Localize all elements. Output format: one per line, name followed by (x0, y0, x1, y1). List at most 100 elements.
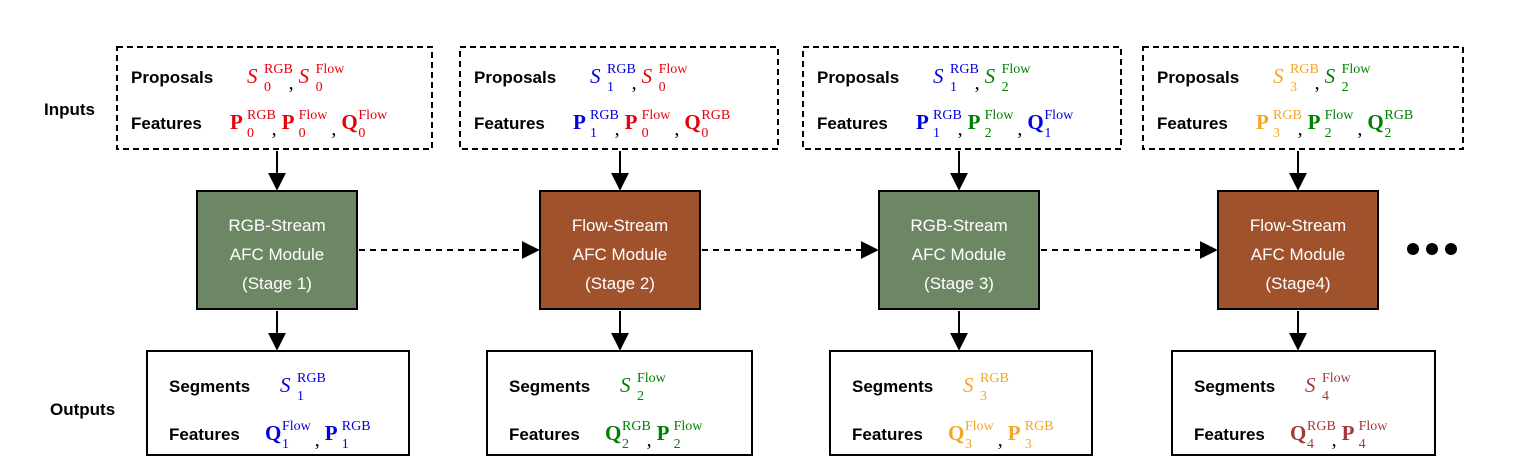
comma-separator: , (632, 72, 637, 94)
math-superscript: RGB (342, 419, 371, 434)
inputs-box-border (1142, 46, 1464, 150)
module-label-2: AFC Module (573, 245, 667, 264)
math-symbol: S (590, 64, 601, 88)
math-subscript: 0 (264, 80, 271, 95)
features-label: Features (509, 425, 580, 444)
proposals-label: Proposals (817, 68, 899, 87)
math-symbol: Q (1290, 421, 1306, 445)
math-superscript: Flow (674, 419, 704, 434)
math-symbol: Q (1367, 110, 1383, 134)
afc-module-box (1217, 190, 1379, 310)
comma-separator: , (1332, 429, 1337, 451)
math-superscript: RGB (1290, 62, 1319, 77)
afc-module-box (196, 190, 358, 310)
math-symbol: S (247, 64, 258, 88)
math-symbol: Q (605, 421, 621, 445)
math-superscript: RGB (607, 62, 636, 77)
comma-separator: , (315, 429, 320, 451)
comma-separator: , (289, 72, 294, 94)
math-subscript: 2 (1325, 126, 1332, 141)
math-superscript: RGB (950, 62, 979, 77)
math-term: S RGB 0 (247, 62, 293, 95)
inputs-box-border (116, 46, 433, 150)
math-symbol: P (1308, 110, 1321, 134)
features-label: Features (169, 425, 240, 444)
math-superscript: RGB (1384, 108, 1413, 123)
afc-module-box (878, 190, 1040, 310)
proposals-label: Proposals (1157, 68, 1239, 87)
math-superscript: Flow (282, 419, 312, 434)
math-subscript: 0 (299, 126, 306, 141)
outputs-box-border (1171, 350, 1436, 456)
math-subscript: 1 (342, 437, 349, 452)
module-label-1: Flow-Stream (572, 216, 668, 235)
features-label: Features (817, 114, 888, 133)
comma-separator: , (674, 118, 679, 140)
math-subscript: 0 (701, 126, 708, 141)
math-subscript: 2 (1384, 126, 1391, 141)
features-label: Features (131, 114, 202, 133)
math-subscript: 2 (622, 437, 629, 452)
module-label-3: (Stage 3) (924, 274, 994, 293)
math-subscript: 2 (985, 126, 992, 141)
features-label: Features (474, 114, 545, 133)
outputs-box-border (829, 350, 1093, 456)
math-term: QRGB 2 (1367, 108, 1413, 141)
math-subscript: 4 (1307, 437, 1314, 452)
comma-separator: , (647, 429, 652, 451)
segments-label: Segments (509, 377, 590, 396)
math-superscript: RGB (1307, 419, 1336, 434)
math-superscript: Flow (965, 419, 995, 434)
comma-separator: , (615, 118, 620, 140)
math-symbol: Q (948, 421, 964, 445)
math-symbol: S (963, 373, 974, 397)
math-term: P RGB 1 (325, 419, 371, 452)
math-symbol: P (282, 110, 295, 134)
math-symbol: P (325, 421, 338, 445)
proposals-label: Proposals (131, 68, 213, 87)
math-symbol: P (1342, 421, 1355, 445)
comma-separator: , (1357, 118, 1362, 140)
continuation-ellipsis-icon (1407, 243, 1457, 255)
math-symbol: S (933, 64, 944, 88)
math-subscript: 3 (965, 437, 972, 452)
math-symbol: S (620, 373, 631, 397)
proposals-label: Proposals (474, 68, 556, 87)
comma-separator: , (958, 118, 963, 140)
segments-label: Segments (1194, 377, 1275, 396)
math-symbol: P (1256, 110, 1269, 134)
math-subscript: 4 (1322, 389, 1329, 404)
math-superscript: Flow (1002, 62, 1032, 77)
module-label-3: (Stage 2) (585, 274, 655, 293)
math-superscript: Flow (358, 108, 388, 123)
inputs-box-border (802, 46, 1122, 150)
module-label-2: AFC Module (1251, 245, 1345, 264)
math-symbol: Q (1027, 110, 1043, 134)
math-superscript: RGB (701, 108, 730, 123)
math-subscript: 1 (950, 80, 957, 95)
math-subscript: 1 (607, 80, 614, 95)
math-superscript: RGB (264, 62, 293, 77)
math-term: S RGB 1 (590, 62, 636, 95)
